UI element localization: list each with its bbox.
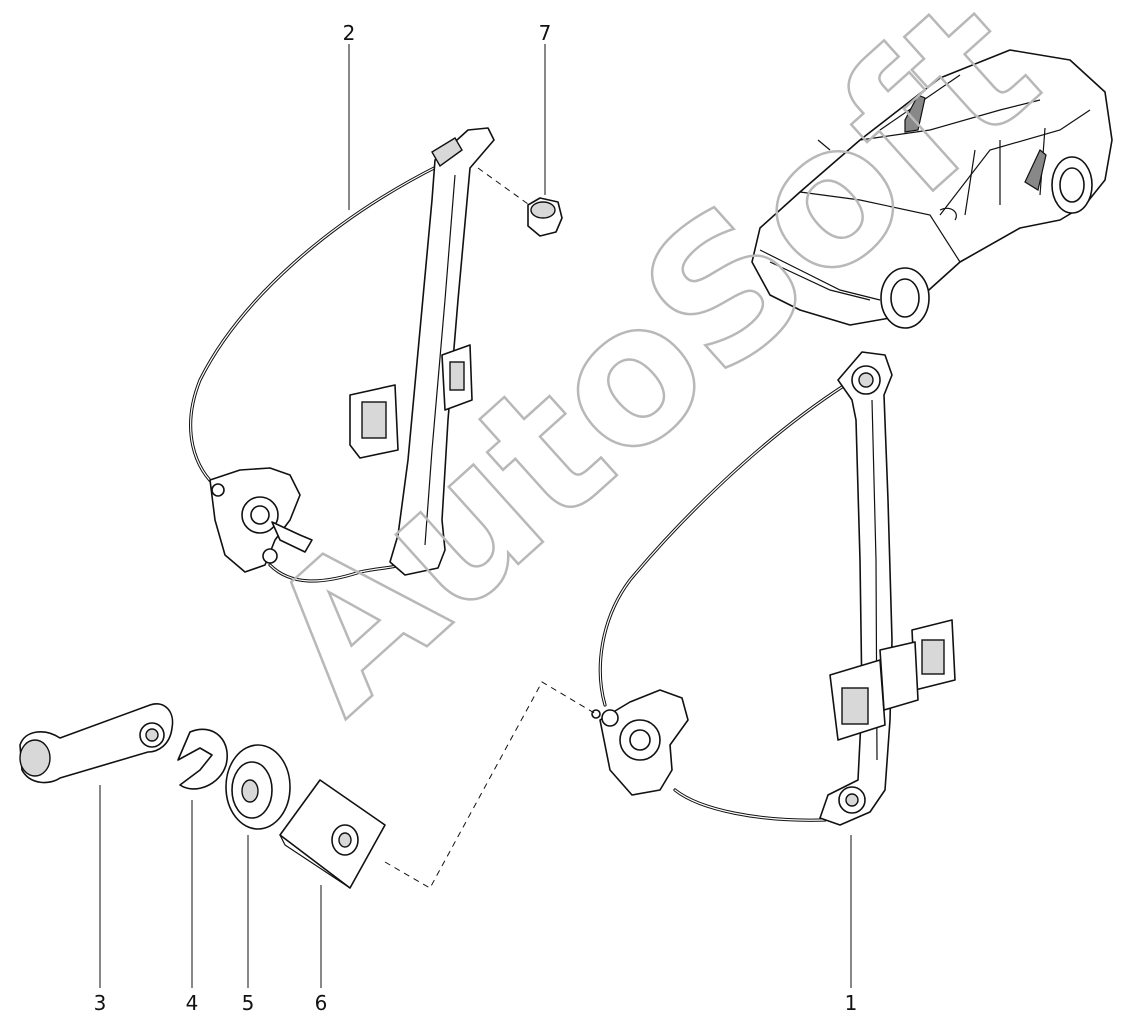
callout-6: 6 (315, 991, 328, 1015)
spacer-part-6 (279, 779, 386, 889)
callout-labels: 2 7 3 4 5 6 1 (94, 21, 858, 1015)
callout-5: 5 (242, 991, 255, 1015)
leader-lines (99, 44, 852, 988)
window-regulator-part-2 (189, 127, 495, 583)
washer-part-5 (225, 744, 291, 830)
callout-4: 4 (186, 991, 199, 1015)
nut-part-7 (477, 167, 563, 237)
callout-7: 7 (539, 21, 552, 45)
assembly-line (384, 681, 597, 889)
retaining-clip-part-4 (177, 728, 228, 790)
callout-2: 2 (343, 21, 356, 45)
callout-1: 1 (845, 991, 858, 1015)
window-regulator-part-1 (591, 351, 956, 826)
crank-handle-part-3 (19, 703, 174, 784)
car-illustration (751, 49, 1113, 329)
callout-3: 3 (94, 991, 107, 1015)
